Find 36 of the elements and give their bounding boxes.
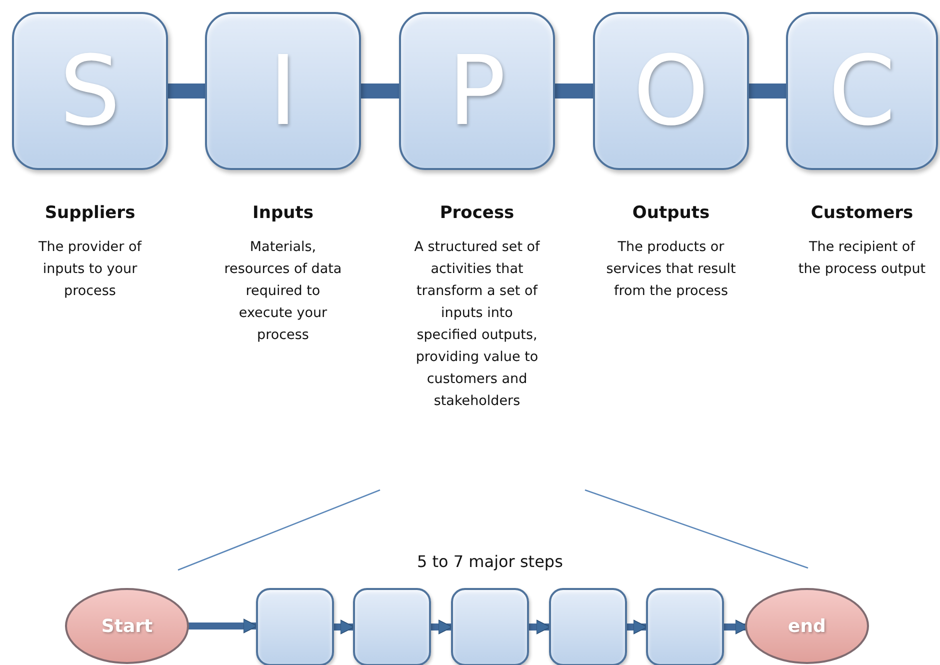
step-box: [353, 588, 431, 665]
letter: S: [60, 43, 120, 139]
description: Materials, resources of data required to execute your process: [223, 238, 343, 345]
arrow: [529, 620, 551, 634]
letter-box: [12, 12, 168, 170]
description: The provider of inputs to your process: [38, 238, 143, 301]
column-heading: Inputs: [252, 203, 314, 223]
connector-bar: [555, 84, 593, 98]
column-heading: Customers: [810, 203, 914, 223]
letter: I: [268, 43, 298, 139]
arrow: [334, 620, 355, 634]
description: The products or services that result from the process: [606, 238, 736, 301]
letter: C: [828, 43, 896, 139]
column-heading: Outputs: [631, 203, 711, 223]
description: A structured set of activities that transform a set of inputs into specified outputs, providing value to customers and stakeholders: [413, 238, 541, 411]
description: The recipient of the process output: [797, 238, 927, 279]
terminal-label: Start: [101, 616, 153, 636]
arrow: [627, 620, 648, 634]
letter: P: [448, 43, 506, 139]
letter-box: [786, 12, 938, 170]
terminal-label: end: [788, 616, 826, 636]
step-box: [646, 588, 724, 665]
flow-caption: 5 to 7 major steps: [417, 552, 563, 571]
letter: O: [633, 43, 709, 139]
step-box: [256, 588, 334, 665]
letter-box: [593, 12, 749, 170]
letter-box: [399, 12, 555, 170]
connector-bar: [168, 84, 205, 98]
column-heading: Process: [438, 203, 516, 223]
arrow: [431, 620, 453, 634]
connector-bar: [749, 84, 786, 98]
step-box: [451, 588, 529, 665]
column-heading: Suppliers: [44, 203, 136, 223]
connector-bar: [361, 84, 399, 98]
letter-box: [205, 12, 361, 170]
step-box: [549, 588, 627, 665]
